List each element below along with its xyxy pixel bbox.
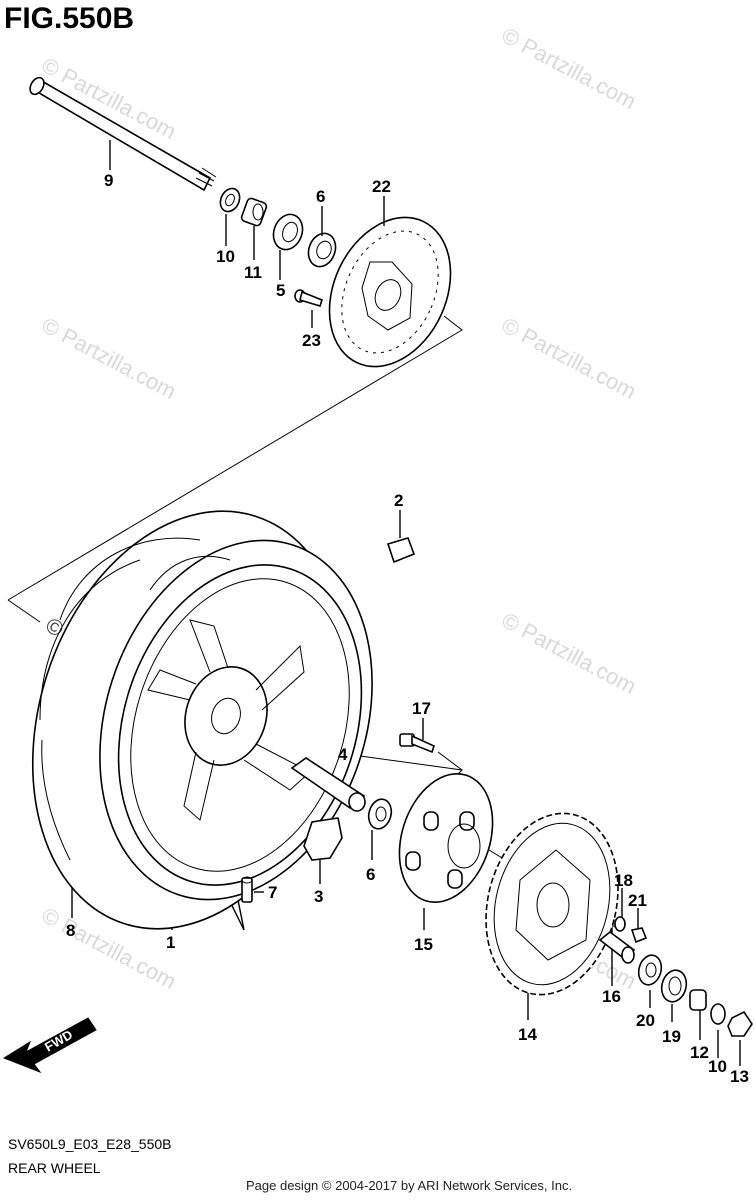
spacer-16-part [598, 930, 636, 964]
callout-10-lower: 10 [708, 1057, 727, 1076]
callout-21: 21 [628, 891, 647, 910]
watermark: © Partzilla.com [498, 22, 641, 114]
callout-17: 17 [412, 699, 431, 718]
figure-code: SV650L9_E03_E28_550B [8, 1136, 172, 1152]
callout-16: 16 [602, 987, 621, 1006]
axle-part [29, 76, 217, 192]
nut-21-part [630, 927, 648, 944]
sprocket-bolt-part [399, 733, 435, 754]
callout-1: 1 [166, 933, 175, 952]
callout-23: 23 [302, 331, 321, 350]
callout-9: 9 [104, 171, 113, 190]
washer-10-part [710, 1003, 726, 1025]
damper-part [386, 537, 416, 564]
callout-11: 11 [244, 263, 262, 282]
bearing-part [307, 232, 337, 268]
watermark: © Partzilla.com [498, 607, 641, 699]
valve-part [241, 876, 253, 903]
callout-8: 8 [66, 921, 75, 940]
seal-19-part [660, 969, 688, 1003]
callout-13: 13 [730, 1067, 749, 1086]
spacer-12-part [689, 989, 707, 1011]
washer-part [219, 187, 241, 213]
callout-5: 5 [276, 281, 285, 300]
callout-18: 18 [614, 871, 633, 890]
collar-part [290, 757, 366, 812]
nut-13-part [727, 1010, 753, 1037]
cush-damper-part [303, 817, 343, 861]
oil-seal-part [272, 213, 304, 251]
figure-title: FIG.550B [4, 2, 135, 35]
watermark: © Partzilla.com [38, 312, 181, 404]
callout-14: 14 [518, 1025, 537, 1044]
callout-7: 7 [268, 883, 277, 902]
brake-disc-part [328, 216, 452, 368]
spacer-part [240, 197, 268, 227]
callout-12: 12 [690, 1043, 709, 1062]
sprocket-mount-part [398, 772, 494, 904]
callout-15: 15 [414, 935, 433, 954]
sprocket-part [485, 812, 619, 996]
callout-6-top: 6 [316, 187, 325, 206]
callout-20: 20 [636, 1011, 655, 1030]
washer-18-part [614, 916, 626, 932]
callout-10-top: 10 [216, 247, 235, 266]
callout-4: 4 [338, 745, 348, 764]
bearing-20-part [637, 954, 663, 986]
figure-name: REAR WHEEL [8, 1160, 101, 1176]
callout-19: 19 [662, 1027, 681, 1046]
bearing-lower-part [367, 798, 393, 830]
watermark: © Partzilla.com [498, 312, 641, 404]
page-credit: Page design © 2004-2017 by ARI Network S… [246, 1178, 573, 1193]
callout-22: 22 [372, 177, 391, 196]
callout-labels: 9 10 11 5 6 22 23 2 17 4 6 3 7 1 8 15 14… [66, 171, 749, 1086]
callout-2: 2 [394, 491, 403, 510]
wheel-part [117, 564, 363, 886]
forward-arrow-icon: FWD [2, 1017, 97, 1074]
disc-bolt-part [294, 289, 323, 307]
callout-6-lower: 6 [366, 865, 375, 884]
callout-3: 3 [314, 887, 323, 906]
